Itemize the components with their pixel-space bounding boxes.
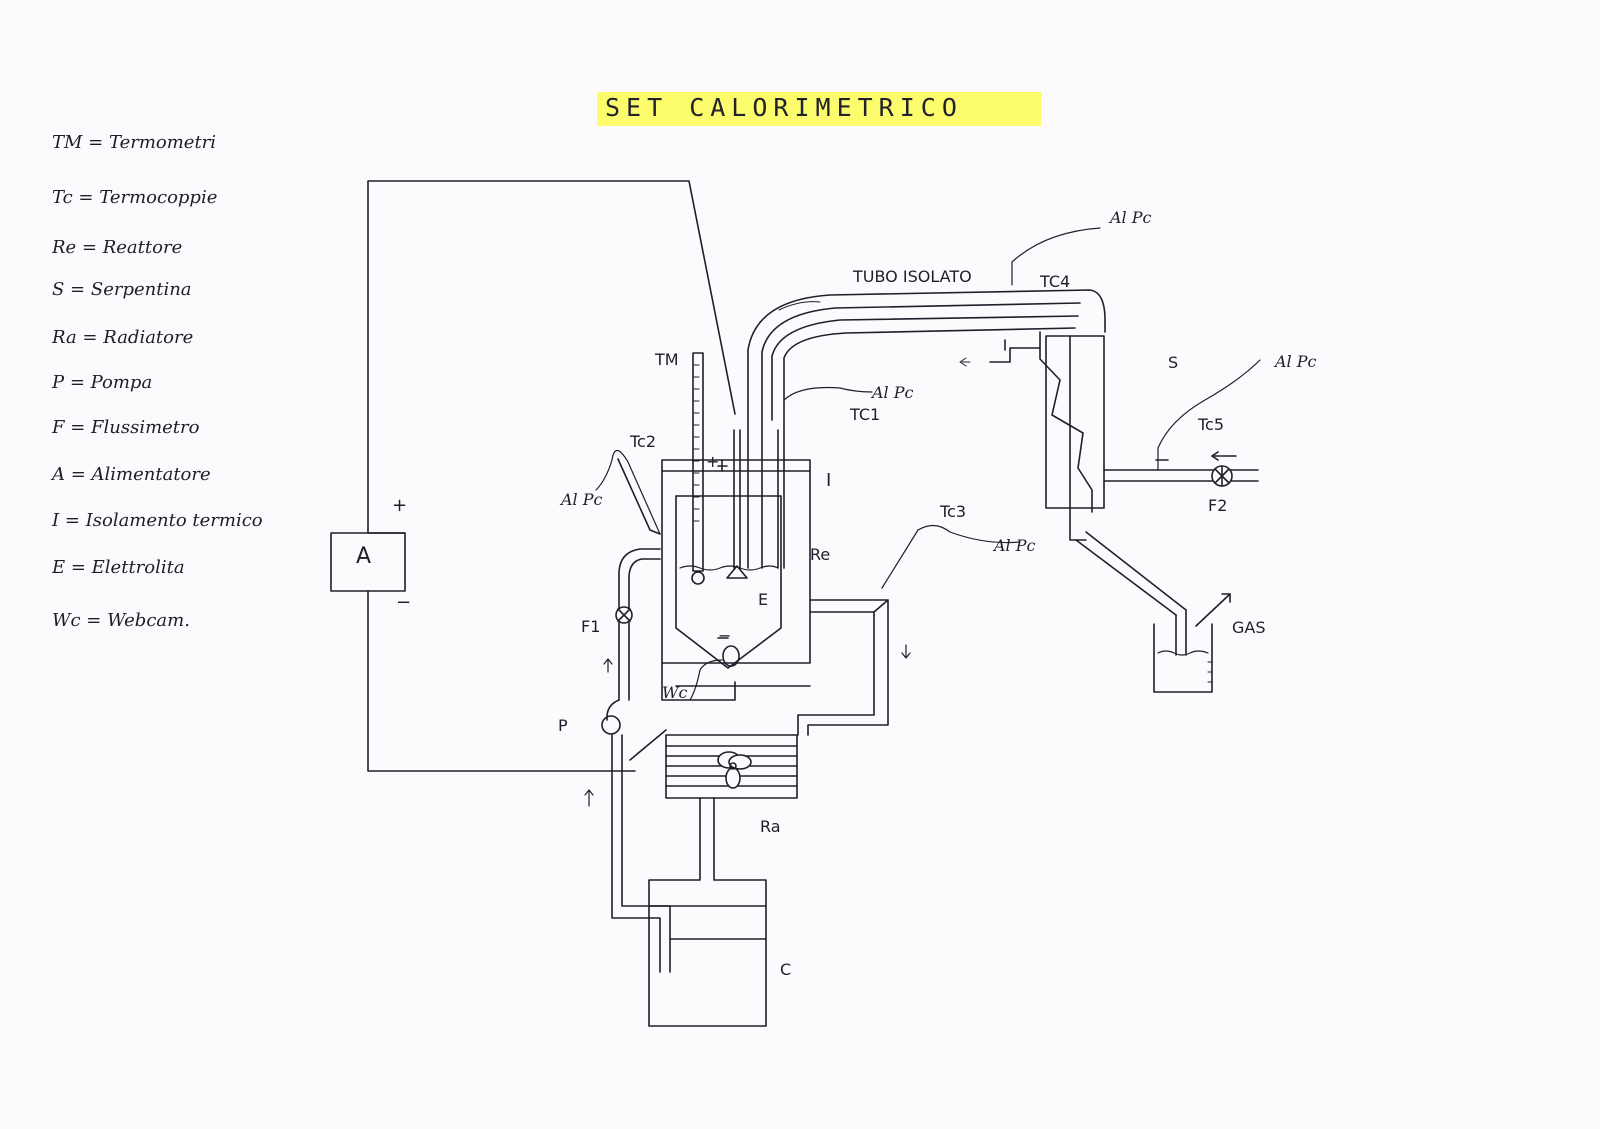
legend-item: Tc = Termocoppie xyxy=(52,187,218,208)
tc3-pc-label: Al Pc xyxy=(994,536,1036,555)
thermometer-label: TM xyxy=(655,350,679,369)
electrode xyxy=(717,429,748,579)
insulation-label: I xyxy=(826,470,832,491)
plus-label: + xyxy=(392,495,408,516)
gas-collection-vessel xyxy=(1153,593,1231,693)
tc5-pc-label: Al Pc xyxy=(1275,352,1317,371)
legend-item: P = Pompa xyxy=(52,372,153,393)
coil-label: S xyxy=(1168,353,1179,372)
tc1-pc-label: Al Pc xyxy=(872,383,914,402)
tank xyxy=(648,905,767,1027)
minus-label: − xyxy=(396,592,412,613)
tc5-label: Tc5 xyxy=(1198,415,1225,434)
legend-item: F = Flussimetro xyxy=(52,417,200,438)
power-supply-label: A xyxy=(356,544,372,569)
legend-item: E = Elettrolita xyxy=(52,557,185,578)
webcam-label: Wc xyxy=(662,683,688,702)
tc4-pc-label: Al Pc xyxy=(1110,208,1152,227)
radiator-label: Ra xyxy=(760,817,781,836)
tc4-label: TC4 xyxy=(1040,272,1071,291)
radiator xyxy=(665,734,798,799)
legend-item: Wc = Webcam. xyxy=(52,610,190,631)
page-title: SET CALORIMETRICO xyxy=(605,93,963,122)
return-pipe xyxy=(629,599,911,761)
webcam xyxy=(689,637,740,701)
reactor-label: Re xyxy=(810,545,831,564)
legend-item: Ra = Radiatore xyxy=(52,327,194,348)
electrolyte-label: E xyxy=(758,590,769,609)
f2-label: F2 xyxy=(1208,496,1228,515)
gas-outlet-pipe xyxy=(1075,531,1187,656)
tank-label: C xyxy=(780,960,792,979)
tc2-label: Tc2 xyxy=(630,432,657,451)
condenser-coil xyxy=(989,331,1259,541)
tc3-label: Tc3 xyxy=(940,502,967,521)
pump-label: P xyxy=(558,716,568,735)
legend-item: Re = Reattore xyxy=(52,237,183,258)
legend-item: S = Serpentina xyxy=(52,279,192,300)
reactor-vessel xyxy=(661,495,811,701)
electrode-plus-label: + xyxy=(706,452,720,471)
pump-loop xyxy=(584,548,671,973)
legend-item: A = Alimentatore xyxy=(52,464,211,485)
legend-item: I = Isolamento termico xyxy=(52,510,263,531)
thermocouples xyxy=(595,227,1261,589)
tc1-label: TC1 xyxy=(850,405,881,424)
power-supply-wires xyxy=(330,180,736,772)
legend-item: TM = Termometri xyxy=(52,132,217,153)
power-supply-box xyxy=(330,532,406,592)
thermometer xyxy=(691,352,705,585)
insulated-tube xyxy=(747,289,1106,569)
f1-label: F1 xyxy=(581,617,601,636)
flowmeter-f2 xyxy=(1211,451,1237,487)
insulation-jacket xyxy=(661,459,811,664)
tubo-isolato-label: TUBO ISOLATO xyxy=(853,267,972,286)
tc2-pc-label: Al Pc xyxy=(561,490,603,509)
electrode-minus-label: − xyxy=(718,626,732,645)
gas-label: GAS xyxy=(1232,618,1266,637)
radiator-tank-link xyxy=(648,797,767,907)
title-highlight xyxy=(597,92,1041,126)
